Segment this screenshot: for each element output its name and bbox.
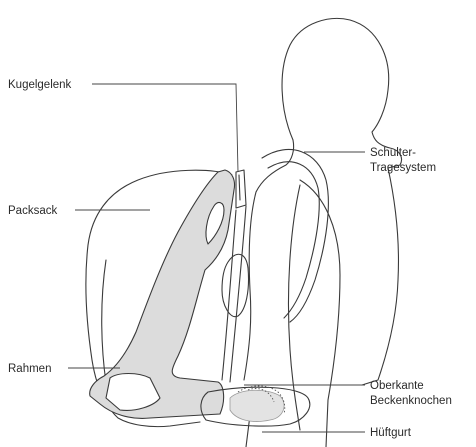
neck-back-outline xyxy=(256,140,294,192)
arm-outline xyxy=(300,180,340,447)
leader-ball-joint xyxy=(92,84,238,172)
back-outline xyxy=(244,192,256,380)
label-pelvis-line1: Oberkante xyxy=(370,380,424,392)
arm-back-outline xyxy=(288,185,300,430)
frame-stay-2 xyxy=(230,206,246,382)
shoulder-strap-inner xyxy=(268,162,319,318)
label-shoulder-system-line1: Schulter- xyxy=(370,147,416,159)
hip-pad xyxy=(230,390,284,421)
label-pack-bag: Packsack xyxy=(8,205,57,217)
harness-pad xyxy=(222,254,249,316)
shoulder-strap-outer xyxy=(262,149,328,322)
ball-joint-body xyxy=(236,170,246,208)
label-ball-joint: Kugelgelenk xyxy=(8,79,72,91)
label-shoulder-system-line2: Tragesystem xyxy=(370,162,436,174)
head-outline xyxy=(282,18,402,168)
label-frame: Rahmen xyxy=(8,363,51,375)
label-hip-belt: Hüftgurt xyxy=(370,427,412,439)
ball-joint-detail xyxy=(239,175,240,200)
ball-joint xyxy=(236,170,246,208)
chest-outline xyxy=(362,168,398,385)
label-pelvis-line2: Beckenknochen xyxy=(370,395,452,407)
